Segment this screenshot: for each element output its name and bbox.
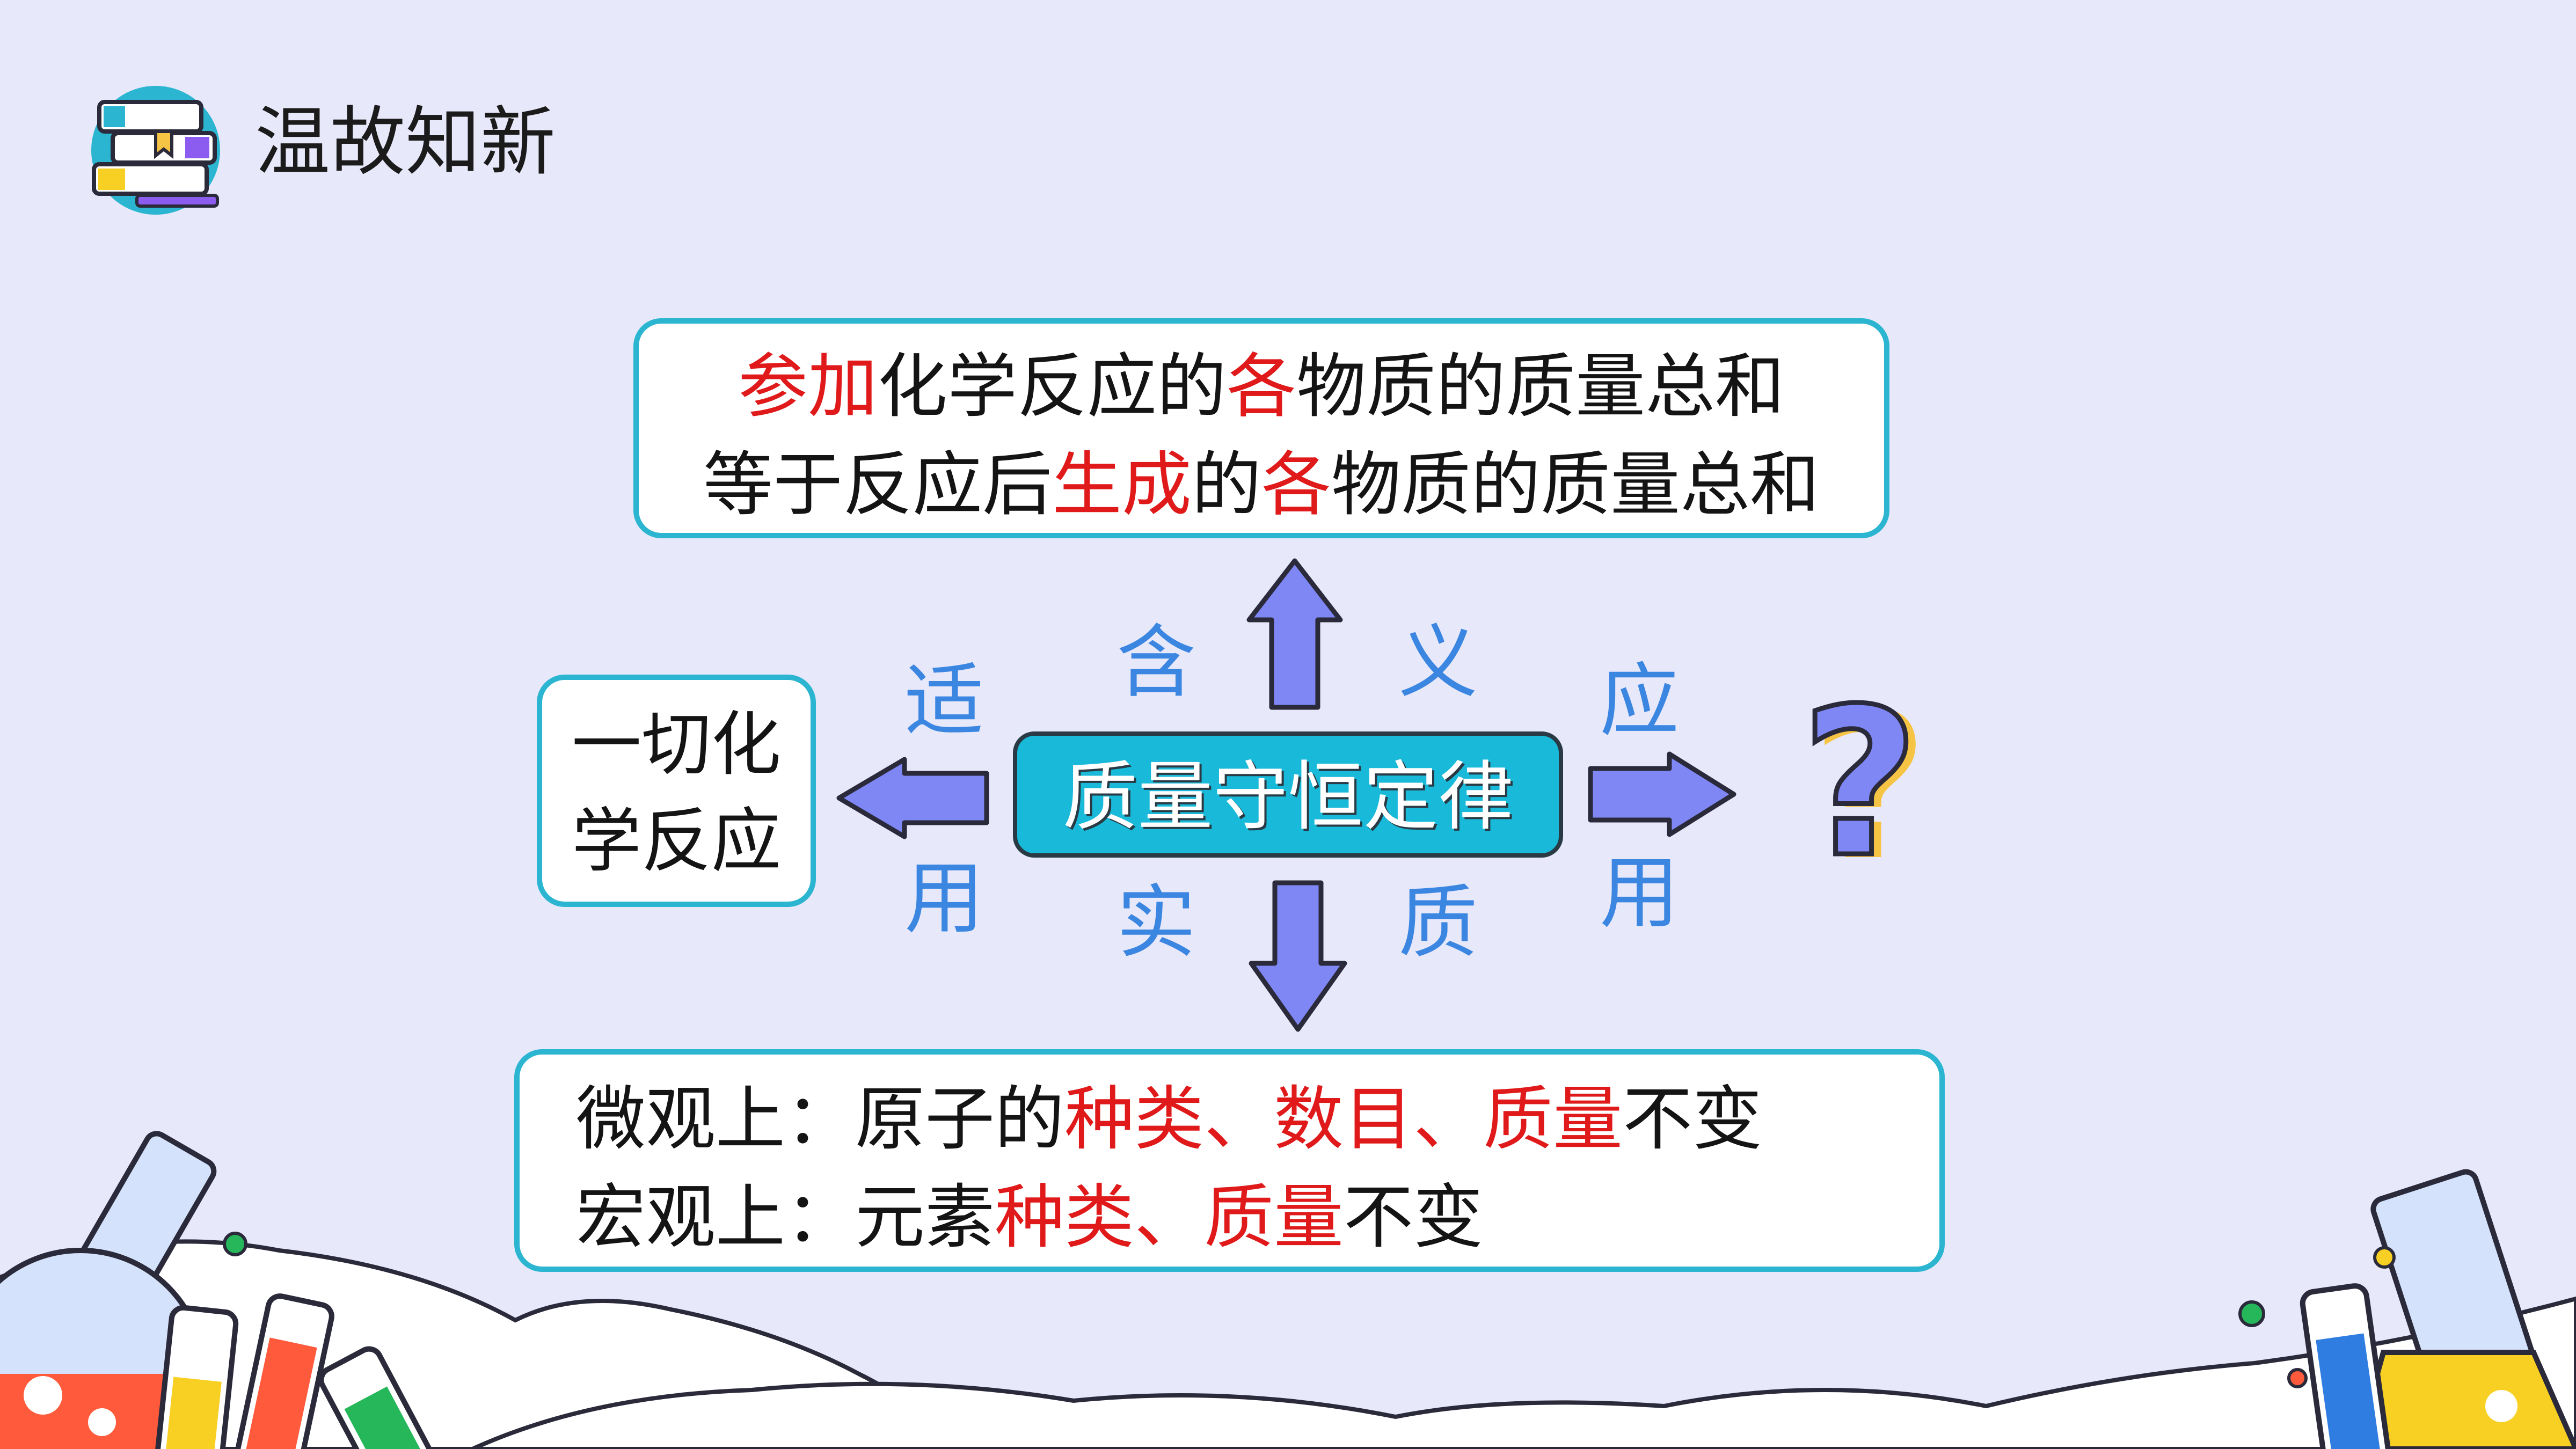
center-cloud-decoration	[471, 1296, 2576, 1449]
green-dot-decoration	[223, 1232, 247, 1256]
text-segment: 物质的质量总和	[1296, 346, 1785, 427]
question-mark-icon: ?	[1798, 664, 1921, 902]
arrow-up	[1246, 558, 1343, 710]
label-scope-1: 适	[904, 655, 984, 747]
highlight-segment: 种类、数目、质量	[1064, 1078, 1623, 1160]
meaning-line-2: 等于反应后生成的各物质的质量总和	[639, 450, 1884, 519]
arrow-left	[836, 757, 989, 839]
highlight-segment: 生成	[1052, 444, 1192, 525]
text-segment: 等于反应后	[703, 444, 1052, 525]
label-essence-2: 质	[1398, 876, 1478, 969]
highlight-segment: 各	[1227, 346, 1297, 427]
scope-box: 一切化 学反应	[537, 675, 816, 907]
green-dot-decoration-right	[2238, 1300, 2265, 1327]
label-application-1: 应	[1600, 655, 1679, 747]
page-title: 温故知新	[255, 99, 556, 186]
text-segment: 宏观上：元素	[576, 1176, 995, 1258]
center-node: 质量守恒定律	[1013, 731, 1563, 858]
highlight-segment: 种类、质量	[995, 1176, 1344, 1258]
right-flask-decoration	[2353, 1169, 2576, 1449]
scope-line-1: 一切化	[571, 704, 781, 785]
left-flask-decoration	[0, 1131, 217, 1449]
text-segment: 化学反应的	[877, 346, 1227, 427]
text-segment: 不变	[1344, 1176, 1484, 1258]
meaning-line-1: 参加化学反应的各物质的质量总和	[639, 352, 1884, 421]
essence-line-1: 微观上：原子的种类、数目、质量不变	[576, 1084, 1762, 1154]
label-scope-2: 用	[904, 852, 984, 945]
label-application-2: 用	[1600, 847, 1679, 939]
highlight-segment: 各	[1261, 444, 1332, 525]
meaning-box: 参加化学反应的各物质的质量总和 等于反应后生成的各物质的质量总和	[633, 318, 1889, 538]
right-test-tubes-decoration	[2300, 1283, 2392, 1449]
essence-box: 微观上：原子的种类、数目、质量不变 宏观上：元素种类、质量不变	[514, 1049, 1945, 1272]
label-meaning-2: 义	[1398, 616, 1478, 708]
left-test-tubes-decoration	[153, 1293, 438, 1449]
text-segment: 的	[1191, 444, 1261, 525]
text-segment: 物质的质量总和	[1331, 444, 1820, 525]
arrow-down	[1249, 880, 1347, 1032]
red-dot-decoration	[2287, 1368, 2308, 1388]
text-segment: 不变	[1623, 1078, 1763, 1160]
highlight-segment: 参加	[738, 346, 878, 427]
arrow-right	[1588, 751, 1736, 837]
label-essence-1: 实	[1116, 876, 1196, 969]
yellow-dot-decoration	[2373, 1246, 2396, 1269]
label-meaning-1: 含	[1116, 616, 1196, 708]
text-segment: 微观上：原子的	[576, 1078, 1065, 1160]
books-icon	[91, 86, 220, 215]
center-node-label: 质量守恒定律	[1062, 753, 1514, 841]
scope-line-2: 学反应	[571, 800, 781, 882]
essence-line-2: 宏观上：元素种类、质量不变	[576, 1182, 1483, 1252]
